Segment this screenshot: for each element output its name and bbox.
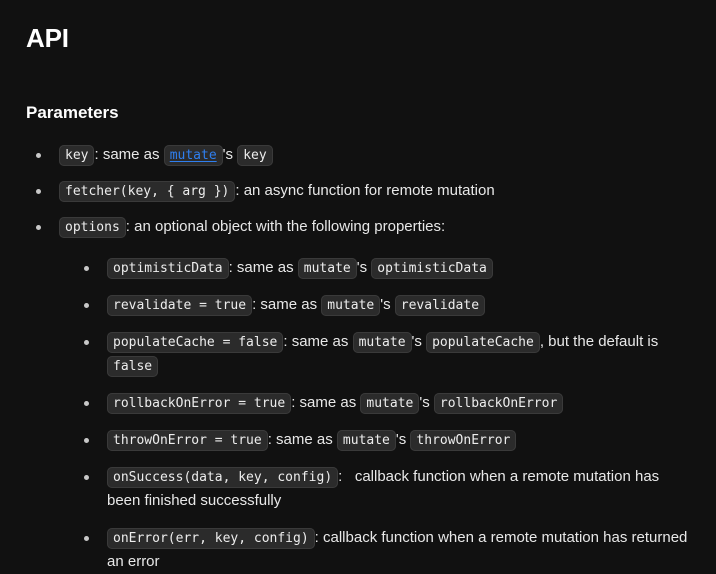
option-ref-owner-mutate: mutate <box>336 430 396 452</box>
possessive-text: 's <box>380 296 395 314</box>
option-code-onsuccess: onSuccess(data, key, config) <box>107 467 339 489</box>
possessive-text: 's <box>395 431 411 449</box>
option-tail-text: , but the default is <box>539 333 663 351</box>
list-item: rollbackOnError = true: same as mutate's… <box>83 391 690 415</box>
mutate-link[interactable]: mutate <box>169 147 217 163</box>
option-ref-owner-mutate: mutate <box>352 332 412 354</box>
list-item: onError(err, key, config): callback func… <box>83 526 690 574</box>
param-ref-code-key: key <box>237 144 273 166</box>
option-text: : callback function when a remote mutati… <box>107 529 692 571</box>
list-item: revalidate = true: same as mutate's reva… <box>83 293 690 317</box>
option-ref-code-optimisticdata: optimisticData <box>371 258 493 280</box>
option-text: : same as <box>228 259 298 277</box>
option-ref-code-throwonerror: throwOnError <box>410 430 517 452</box>
list-item: throwOnError = true: same as mutate's th… <box>83 428 690 452</box>
option-default-code-false: false <box>107 356 159 378</box>
page-title: API <box>26 23 69 53</box>
possessive-text: 's <box>222 145 238 163</box>
options-list: optimisticData: same as mutate's optimis… <box>59 256 690 574</box>
option-ref-code-revalidate: revalidate <box>394 295 486 317</box>
option-code-rollbackonerror: rollbackOnError = true <box>107 393 292 415</box>
option-code-optimisticdata: optimisticData <box>107 258 229 280</box>
list-item: options: an optional object with the fol… <box>35 215 690 574</box>
option-ref-code-rollbackonerror: rollbackOnError <box>433 393 564 415</box>
option-text: : same as <box>291 394 361 412</box>
option-text: : same as <box>267 431 337 449</box>
option-ref-owner-mutate: mutate <box>321 295 381 317</box>
parameters-list: key: same as mutate's key fetcher(key, {… <box>26 143 690 574</box>
param-text: : same as <box>94 145 164 163</box>
section-heading-parameters: Parameters <box>26 102 119 122</box>
list-item: onSuccess(data, key, config): callback f… <box>83 465 690 513</box>
param-code-options: options <box>59 217 126 239</box>
option-code-throwonerror: throwOnError = true <box>107 430 268 452</box>
param-code-key: key <box>59 144 95 166</box>
list-item: fetcher(key, { arg }): an async function… <box>35 179 690 202</box>
option-ref-owner-mutate: mutate <box>360 393 420 415</box>
param-code-fetcher: fetcher(key, { arg }) <box>59 180 236 202</box>
option-text: : same as <box>252 296 322 314</box>
possessive-text: 's <box>411 333 427 351</box>
option-code-onerror: onError(err, key, config) <box>107 528 315 550</box>
option-ref-owner-mutate: mutate <box>297 258 357 280</box>
option-code-populatecache: populateCache = false <box>107 332 284 354</box>
option-ref-code-populatecache: populateCache <box>426 332 540 354</box>
list-item: populateCache = false: same as mutate's … <box>83 330 690 378</box>
option-text: : callback function when a remote mutati… <box>107 468 664 510</box>
list-item: key: same as mutate's key <box>35 143 690 166</box>
option-text: : same as <box>283 333 353 351</box>
param-text: : an optional object with the following … <box>125 218 446 236</box>
param-code-mutate-link[interactable]: mutate <box>163 144 223 166</box>
possessive-text: 's <box>356 259 372 277</box>
possessive-text: 's <box>419 394 434 412</box>
option-code-revalidate: revalidate = true <box>107 295 253 317</box>
param-text: : an async function for remote mutation <box>235 181 495 199</box>
list-item: optimisticData: same as mutate's optimis… <box>83 256 690 280</box>
